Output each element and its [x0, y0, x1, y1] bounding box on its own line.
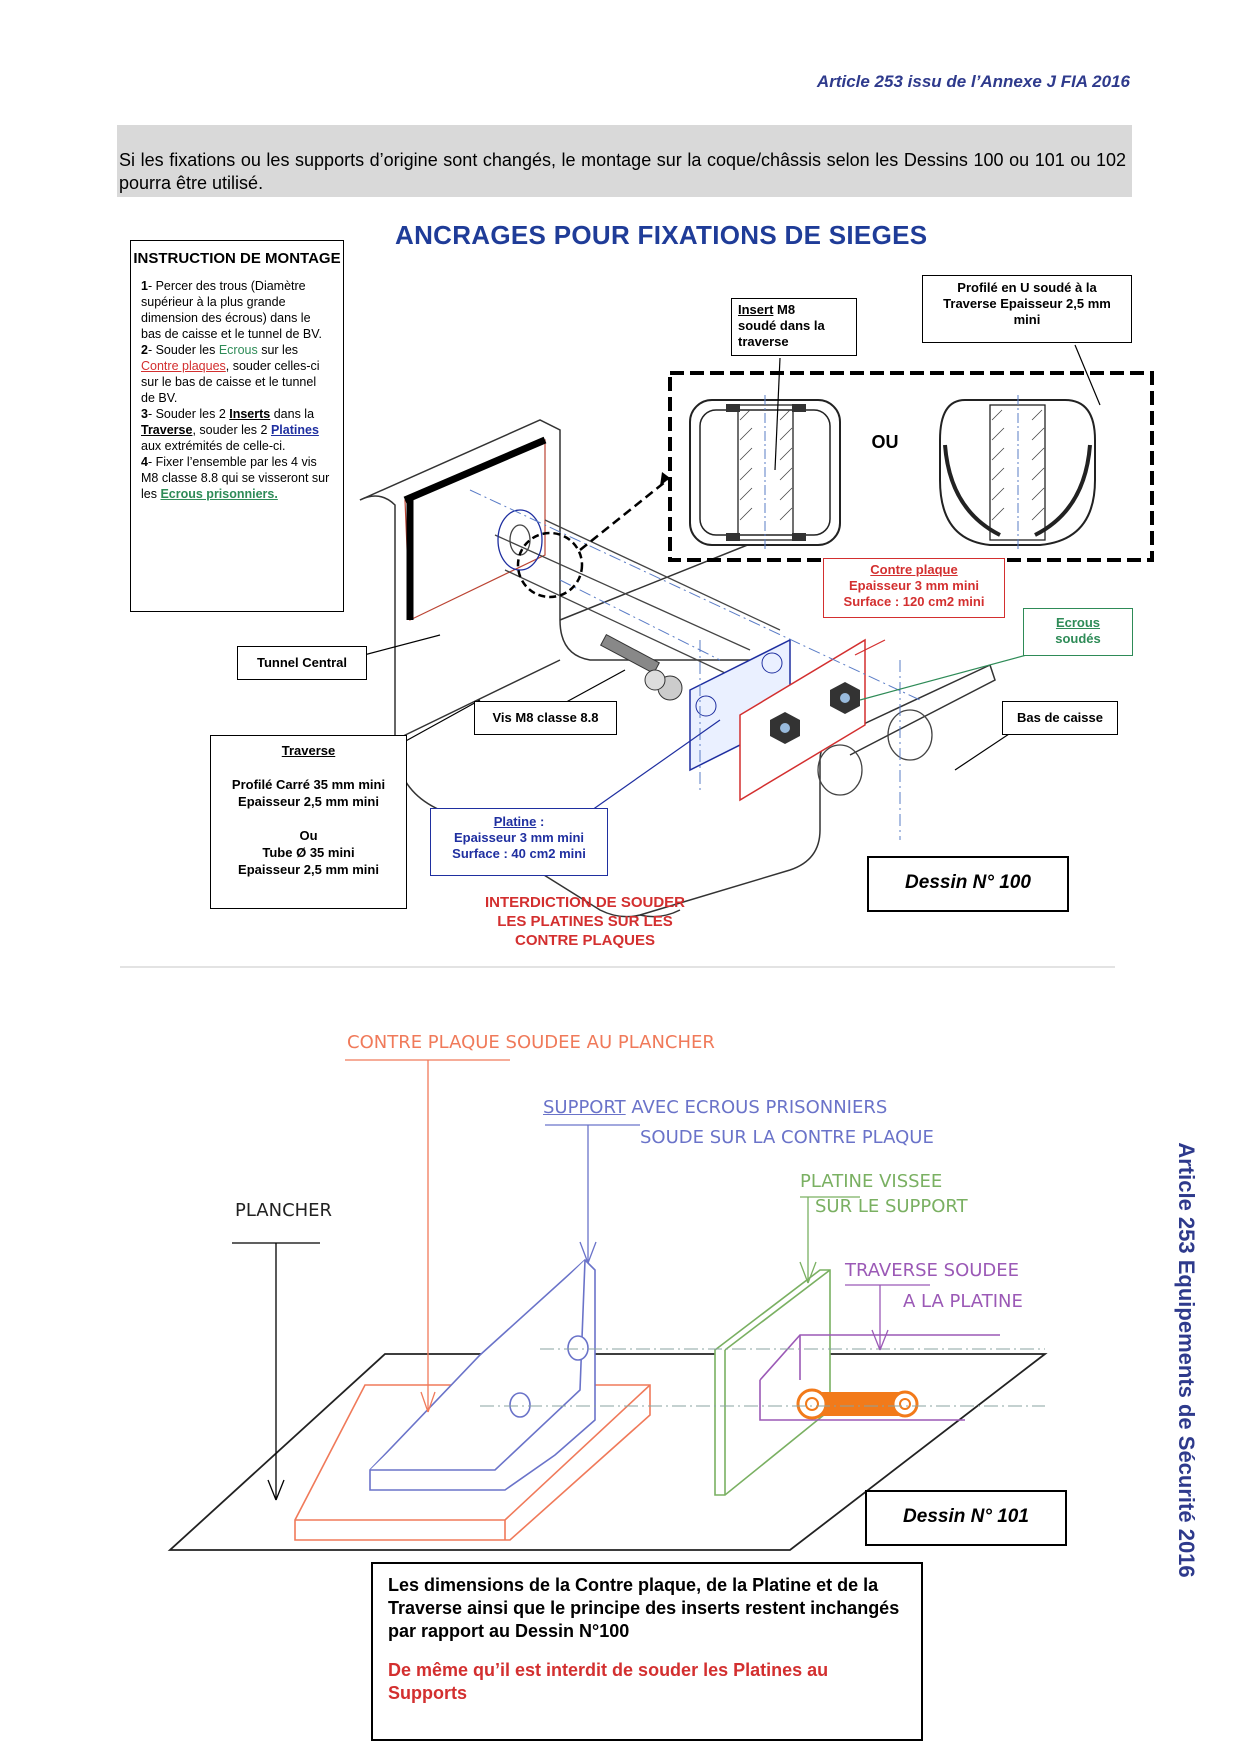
- note-text: Les dimensions de la Contre plaque, de l…: [388, 1575, 900, 1641]
- support-101-term: SUPPORT: [543, 1097, 626, 1118]
- traverse-label-line: Epaisseur 2,5 mm mini: [238, 862, 379, 877]
- ecrous-term: Ecrous: [218, 343, 258, 357]
- traverse-label-line: Epaisseur 2,5 mm mini: [238, 794, 379, 809]
- support-101-label: SUPPORT AVEC ECROUS PRISONNIERS: [543, 1097, 887, 1118]
- insert-label-term: Insert: [738, 302, 774, 317]
- inserts-term: Inserts: [229, 407, 271, 421]
- step-number: 4: [141, 455, 148, 469]
- detail-circle: [516, 531, 584, 599]
- note-box: Les dimensions de la Contre plaque, de l…: [371, 1562, 923, 1741]
- contre-plaque-label-line: Epaisseur 3 mm mini: [848, 578, 980, 593]
- contre-plaques-term: Contre plaques: [141, 359, 226, 373]
- detail-leader-arrow: [660, 472, 670, 486]
- contre-plaque-label-title: Contre plaque: [870, 562, 958, 577]
- ecrous-soudes-term: Ecrous: [1055, 615, 1101, 630]
- platine-101-label-line2: SUR LE SUPPORT: [815, 1196, 968, 1217]
- ecrous-soudes-text: soudés: [1055, 631, 1101, 646]
- support-101-label-line2: SOUDE SUR LA CONTRE PLAQUE: [640, 1127, 934, 1148]
- instruction-steps: 1- Percer des trous (Diamètre supérieur …: [141, 278, 333, 502]
- intro-banner: Si les fixations ou les supports d’origi…: [117, 125, 1132, 197]
- ecrous-prisonniers-term: Ecrous prisonniers.: [160, 487, 278, 501]
- platines-term: Platines: [270, 423, 319, 437]
- step-1-text: - Percer des trous (Diamètre supérieur à…: [141, 279, 322, 341]
- step-number: 1: [141, 279, 148, 293]
- traverse-101-label-line2: A LA PLATINE: [903, 1291, 1023, 1312]
- insert-label-text: soudé dans la: [738, 318, 825, 333]
- detail-u-profile: [939, 395, 1096, 552]
- instruction-box: INSTRUCTION DE MONTAGE 1- Percer des tro…: [130, 240, 344, 612]
- drawing-101-caption: Dessin N° 101: [865, 1490, 1067, 1546]
- platine-hole: [761, 652, 783, 674]
- tunnel-central-label: Tunnel Central: [237, 646, 367, 680]
- step-number: 2: [141, 343, 148, 357]
- step-3-text: - Souder les 2: [147, 407, 230, 421]
- contre-plaque-label: Contre plaque Epaisseur 3 mm mini Surfac…: [823, 558, 1005, 618]
- vis-m8-label: Vis M8 classe 8.8: [474, 701, 617, 735]
- step-2-text: - Souder les: [147, 343, 219, 357]
- step-4-text: - Fixer l’ensemble par les 4 vis M8 clas…: [141, 455, 330, 501]
- detail-leader: [579, 477, 671, 551]
- traverse-label: Traverse Profilé Carré 35 mm mini Epaiss…: [210, 735, 407, 909]
- step-2-text: , souder celles-ci sur le bas de caisse …: [141, 359, 320, 405]
- contre-plaque-plate: [739, 638, 866, 802]
- document-reference: Article 253 issu de l’Annexe J FIA 2016: [816, 72, 1130, 91]
- contre-plaque-label-line: Surface : 120 cm2 mini: [843, 594, 985, 609]
- bas-de-caisse-holes: [817, 709, 933, 796]
- step-2-text: sur les: [257, 343, 299, 357]
- traverse-label-line: Profilé Carré 35 mm mini: [231, 777, 386, 792]
- ou-label: OU: [871, 432, 899, 452]
- traverse-term: Traverse: [141, 423, 193, 437]
- step-3-text: aux extrémités de celle-ci.: [141, 439, 286, 453]
- traverse-label-title: Traverse: [281, 743, 336, 758]
- step-3-text: dans la: [270, 407, 315, 421]
- step-number: 3: [141, 407, 148, 421]
- vis-m8-bolt: [600, 633, 683, 701]
- platine-101-label: PLATINE VISSEE: [800, 1171, 943, 1192]
- centerlines: [469, 489, 921, 840]
- traverse-label-or: Ou: [299, 828, 318, 843]
- detail-square-profile: [689, 395, 841, 552]
- note-warning: De même qu’il est interdit de souder les…: [388, 1660, 829, 1703]
- ecrous-nuts: [770, 682, 860, 744]
- tunnel-contre-plaque: [403, 436, 547, 621]
- bas-de-caisse-label: Bas de caisse: [1002, 701, 1118, 735]
- tunnel-body: [359, 419, 996, 918]
- platine-label-line: Surface : 40 cm2 mini: [452, 846, 586, 861]
- platine-hole: [695, 695, 717, 717]
- insert-label: Insert M8 soudé dans la traverse: [731, 298, 857, 356]
- step-3-text: , souder les 2: [192, 423, 271, 437]
- traverse-101-label: TRAVERSE SOUDEE: [845, 1260, 1020, 1281]
- platine-label: Platine : Epaisseur 3 mm mini Surface : …: [430, 808, 608, 876]
- traverse-label-line: Tube Ø 35 mini: [262, 845, 355, 860]
- support-101-text: AVEC ECROUS PRISONNIERS: [625, 1097, 888, 1118]
- intro-text: Si les fixations ou les supports d’origi…: [119, 150, 1126, 193]
- ecrous-soudes-label: Ecrous soudés: [1023, 608, 1133, 656]
- profile-u-label: Profilé en U soudé à la Traverse Epaisse…: [922, 275, 1132, 343]
- platine-label-line: Epaisseur 3 mm mini: [453, 830, 585, 845]
- traverse-tube: [494, 509, 781, 681]
- platine-label-title: Platine: [493, 814, 537, 829]
- contre-plaque-101-label: CONTRE PLAQUE SOUDEE AU PLANCHER: [347, 1032, 715, 1053]
- insert-label-text: traverse: [738, 334, 789, 349]
- platine-label-colon: :: [536, 814, 545, 829]
- interdiction-warning: INTERDICTION DE SOUDER LES PLATINES SUR …: [484, 894, 685, 949]
- instruction-title: INSTRUCTION DE MONTAGE: [133, 250, 341, 267]
- drawing-100-title: ANCRAGES POUR FIXATIONS DE SIEGES: [395, 220, 928, 250]
- drawing-100-caption: Dessin N° 100: [867, 856, 1069, 912]
- plancher-label: PLANCHER: [235, 1200, 333, 1221]
- insert-label-text: M8: [773, 302, 796, 317]
